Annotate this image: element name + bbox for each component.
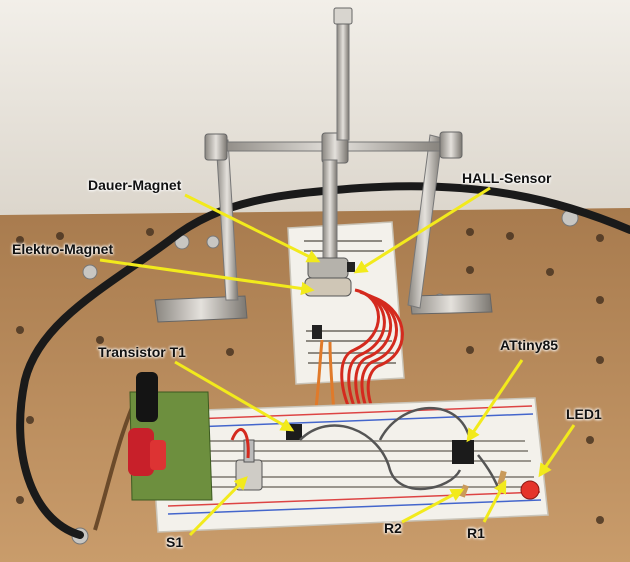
label-r1: R1 <box>467 525 485 541</box>
arrow-hall-sensor <box>353 186 491 274</box>
annotation-arrows <box>99 186 576 537</box>
top-hex-nut <box>333 7 353 25</box>
hanging-rod <box>322 159 338 261</box>
arrow-transistor <box>174 360 295 432</box>
label-attiny: ATtiny85 <box>500 337 559 353</box>
electromagnet-coil <box>304 277 352 297</box>
left-clamp <box>204 133 228 161</box>
label-r2: R2 <box>384 520 402 536</box>
left-metal-foot <box>154 295 248 323</box>
right-support <box>407 134 443 309</box>
small-component <box>312 325 322 339</box>
black-cable <box>16 182 630 539</box>
breadboard-hole-rows <box>175 440 537 488</box>
arrow-r2 <box>401 488 465 524</box>
arrow-dauer-magnet <box>184 193 321 263</box>
arrow-attiny <box>466 359 524 443</box>
label-transistor: Transistor T1 <box>98 344 186 360</box>
red-post <box>128 428 154 476</box>
label-dauer-magnet: Dauer-Magnet <box>88 177 182 193</box>
attiny-chip <box>452 440 474 464</box>
label-elektro-magnet: Elektro-Magnet <box>12 241 114 257</box>
permanent-magnet <box>307 257 349 279</box>
top-rod <box>336 14 350 141</box>
arrow-elektro-magnet <box>99 258 315 296</box>
arrow-led <box>538 424 576 478</box>
label-hall-sensor: HALL-Sensor <box>462 170 552 186</box>
red-led <box>520 480 540 500</box>
arrow-r1 <box>482 479 507 523</box>
red-connector <box>150 440 166 470</box>
breadboard-rails <box>164 405 542 515</box>
right-metal-foot <box>409 293 493 315</box>
red-jumper <box>230 428 250 459</box>
red-wire-bundle <box>340 288 404 431</box>
arrow-s1 <box>188 476 248 537</box>
right-clamp <box>439 131 463 159</box>
hall-sensor-chip <box>347 262 355 272</box>
wall <box>0 0 630 215</box>
label-led: LED1 <box>566 406 602 422</box>
black-post <box>136 372 158 422</box>
label-s1: S1 <box>166 534 184 550</box>
table-holes <box>16 228 604 524</box>
